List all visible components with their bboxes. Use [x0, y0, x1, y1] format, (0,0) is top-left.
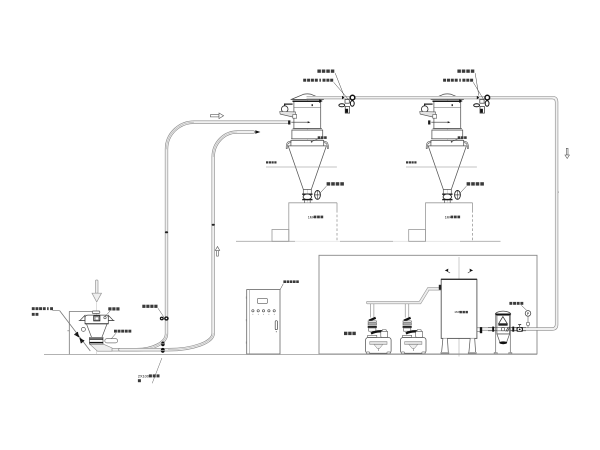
svg-text:1M³: 1M³ [308, 215, 315, 219]
svg-text:P: P [527, 312, 530, 316]
svg-text:1M³: 1M³ [454, 310, 459, 314]
svg-text:2X100: 2X100 [138, 374, 149, 378]
svg-text:1M³: 1M³ [445, 215, 452, 219]
